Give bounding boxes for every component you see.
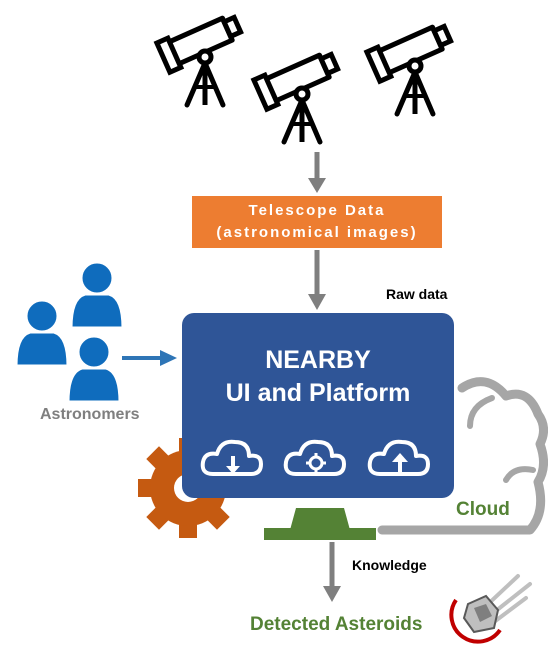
asteroid-icon xyxy=(449,574,532,644)
telescope-icon xyxy=(157,10,244,105)
platform-stand xyxy=(264,508,376,540)
cloud-settings-icon xyxy=(283,439,346,476)
platform-title: NEARBY UI and Platform xyxy=(182,344,454,410)
telescope-data-title: Telescope Data xyxy=(248,202,386,219)
telescope-data-box: Telescope Data (astronomical images) xyxy=(192,196,442,248)
knowledge-label: Knowledge xyxy=(352,557,427,573)
telescope-icon xyxy=(367,19,454,114)
cloud-label: Cloud xyxy=(456,499,510,520)
telescope-data-subtitle: (astronomical images) xyxy=(216,224,418,241)
arrow-data-to-platform xyxy=(308,250,326,310)
arrow-telescopes-to-data xyxy=(308,152,326,193)
cloud-icon xyxy=(377,377,548,535)
arrow-knowledge-down xyxy=(323,542,341,602)
raw-data-label: Raw data xyxy=(386,286,448,302)
arrow-astronomers-to-platform xyxy=(122,350,177,366)
telescope-icon xyxy=(254,47,341,142)
platform-title-line2: UI and Platform xyxy=(225,379,411,407)
astronomers-label: Astronomers xyxy=(40,406,140,423)
cloud-upload-icon xyxy=(367,439,430,476)
cloud-download-icon xyxy=(200,439,263,476)
astronomers-icon xyxy=(14,260,125,404)
platform-title-line1: NEARBY xyxy=(265,346,371,374)
detected-asteroids-label: Detected Asteroids xyxy=(250,614,423,635)
